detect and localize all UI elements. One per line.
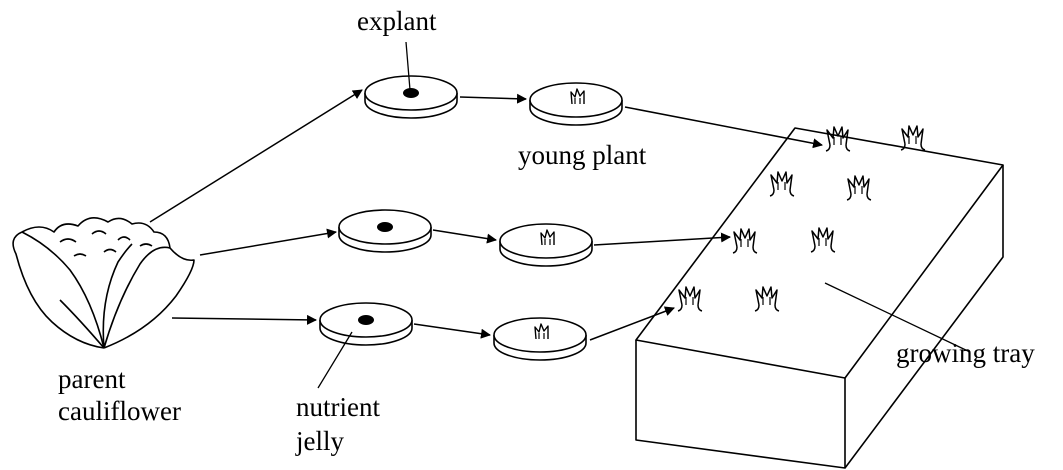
label-young-plant: young plant — [518, 140, 647, 170]
arrow-young-plant-to-tray-bottom — [589, 306, 675, 341]
tray-plant — [677, 286, 703, 312]
arrow-young-plant-to-tray-top — [624, 106, 823, 149]
pointer-nutrient-jelly — [317, 331, 353, 389]
tray-plant — [769, 171, 795, 197]
label-parent-line2: cauliflower — [58, 396, 181, 426]
label-nutrient-line2: jelly — [296, 426, 344, 456]
arrow-young-plant-to-tray-middle — [593, 232, 731, 246]
label-parent-line1: parent — [58, 364, 126, 394]
dish-young-plant-middle — [499, 223, 593, 267]
dish-nutrient-jelly — [319, 302, 413, 346]
pointer-growing-tray — [824, 282, 971, 353]
dish-explant-middle — [338, 209, 432, 253]
label-pointers — [317, 41, 971, 389]
dish-young-plant-top — [529, 82, 623, 126]
arrow-bottom-dish-to-young-plant — [413, 323, 491, 339]
dish-explant-top — [364, 75, 458, 119]
arrow-middle-dish-to-young-plant — [432, 229, 497, 244]
pointer-explant — [405, 41, 411, 91]
growing-tray — [635, 127, 1004, 469]
parent-cauliflower — [12, 217, 195, 349]
arrow-parent-to-bottom-dish — [171, 314, 317, 325]
arrow-top-dish-to-young-plant — [459, 93, 527, 104]
tray-plants — [677, 125, 926, 312]
process-arrows — [149, 89, 823, 341]
tray-plant — [825, 126, 851, 152]
tray-plant — [810, 227, 836, 253]
arrow-parent-to-middle-dish — [199, 228, 337, 256]
label-explant: explant — [357, 6, 437, 36]
arrow-parent-to-top-dish — [149, 89, 363, 223]
label-nutrient-line1: nutrient — [296, 392, 380, 422]
dish-young-plant-bottom — [493, 317, 587, 361]
tray-plant — [846, 175, 872, 201]
tray-plant — [900, 125, 926, 151]
tray-plant — [732, 228, 758, 254]
label-growing-tray: growing tray — [896, 338, 1035, 368]
tray-plant — [754, 286, 780, 312]
